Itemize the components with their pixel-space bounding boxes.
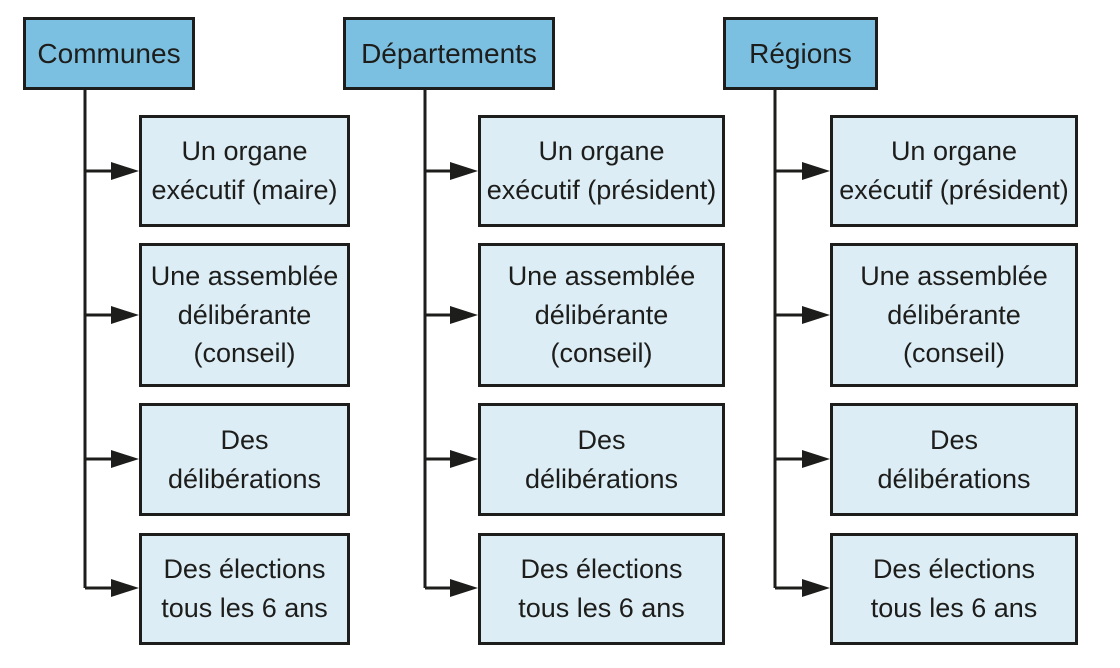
item-box-regions-assemblee: Une assemblée délibérante (conseil) <box>830 243 1078 387</box>
arrow-right-icon <box>111 162 139 180</box>
item-box-communes-elections: Des élections tous les 6 ans <box>139 533 350 645</box>
arrow-right-icon <box>450 306 478 324</box>
arrow-right-icon <box>802 162 830 180</box>
arrow-right-icon <box>450 579 478 597</box>
item-box-regions-organe: Un organe exécutif (président) <box>830 115 1078 227</box>
header-departements: Départements <box>343 17 555 90</box>
arrow-right-icon <box>111 579 139 597</box>
connector-departements <box>423 88 478 597</box>
item-box-regions-elections: Des élections tous les 6 ans <box>830 533 1078 645</box>
connector-communes <box>83 88 139 597</box>
arrow-right-icon <box>111 450 139 468</box>
arrow-right-icon <box>802 450 830 468</box>
item-box-communes-organe: Un organe exécutif (maire) <box>139 115 350 227</box>
item-box-communes-assemblee: Une assemblée délibérante (conseil) <box>139 243 350 387</box>
arrow-right-icon <box>111 306 139 324</box>
item-box-communes-deliberations: Des délibérations <box>139 403 350 516</box>
arrow-right-icon <box>450 162 478 180</box>
item-box-departements-deliberations: Des délibérations <box>478 403 725 516</box>
header-regions: Régions <box>723 17 878 90</box>
item-box-departements-organe: Un organe exécutif (président) <box>478 115 725 227</box>
arrow-right-icon <box>450 450 478 468</box>
item-box-departements-elections: Des élections tous les 6 ans <box>478 533 725 645</box>
item-box-departements-assemblee: Une assemblée délibérante (conseil) <box>478 243 725 387</box>
item-box-regions-deliberations: Des délibérations <box>830 403 1078 516</box>
arrow-right-icon <box>802 579 830 597</box>
connector-regions <box>773 88 830 597</box>
header-communes: Communes <box>23 17 195 90</box>
arrow-right-icon <box>802 306 830 324</box>
